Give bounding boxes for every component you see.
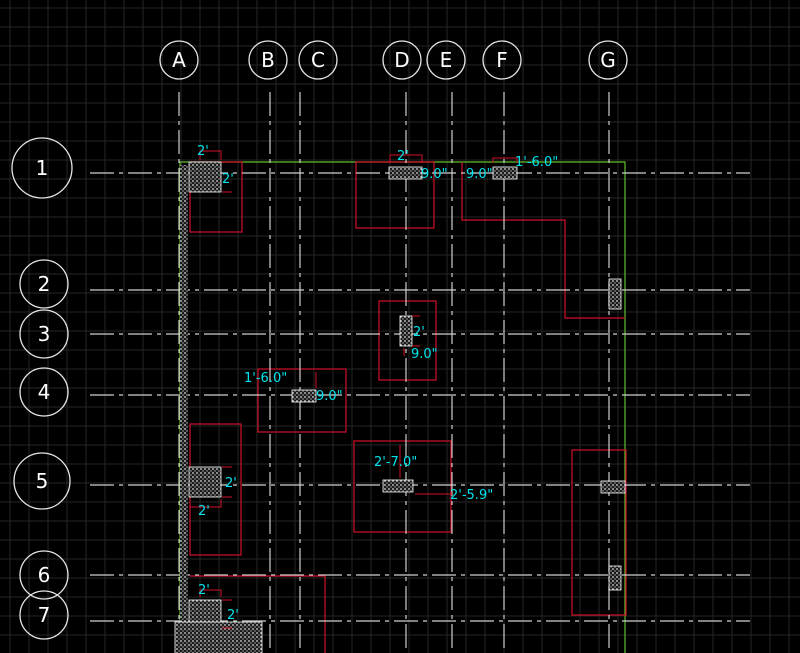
dim-d1-side: 9.0": [421, 167, 448, 182]
row-label-3: 3: [38, 322, 51, 346]
row-bubble-3: 3: [19, 309, 69, 359]
column-g6: [608, 565, 622, 591]
dim-a7-top: 2': [198, 583, 210, 598]
row-bubble-1: 1: [11, 137, 73, 199]
column-label-E: E: [440, 48, 453, 72]
column-label-G: G: [600, 48, 616, 72]
column-a1: [188, 161, 222, 193]
row-bubble-4: 4: [19, 367, 69, 417]
dim-d3-bottom: 9.0": [411, 347, 438, 362]
row-label-6: 6: [38, 563, 51, 587]
dim-a1-side: 2': [222, 172, 234, 187]
gridlines: [90, 92, 750, 653]
column-d3: [399, 315, 413, 347]
row-label-1: 1: [36, 156, 49, 180]
footing-f1: [461, 162, 625, 319]
columns: [174, 161, 626, 653]
column-bubble-A: A: [159, 40, 199, 80]
column-d5: [382, 479, 414, 493]
column-bubble-F: F: [482, 40, 522, 80]
column-label-C: C: [311, 48, 325, 72]
column-g2: [608, 278, 622, 310]
footing-d1: [355, 161, 435, 229]
column-label-D: D: [394, 48, 409, 72]
footing-d3: [378, 300, 437, 381]
column-label-B: B: [261, 48, 275, 72]
row-label-4: 4: [38, 380, 51, 404]
dim-c4-side: 9.0": [316, 389, 343, 404]
dim-d3-side: 2': [413, 325, 425, 340]
column-c4: [291, 389, 317, 403]
footing-a6: [190, 575, 326, 653]
row-bubble-2: 2: [19, 259, 69, 309]
footing-d5: [353, 440, 452, 533]
column-bubble-B: B: [248, 40, 288, 80]
footing-c4: [257, 368, 347, 433]
dim-f1-right: 1'-6.0": [515, 155, 558, 170]
row-bubble-7: 7: [19, 590, 69, 640]
row-label-2: 2: [38, 272, 51, 296]
column-bubble-C: C: [298, 40, 338, 80]
wall-strip: [180, 165, 188, 630]
dimension-labels: 2' 2' 2' 9.0" 9.0" 1'-6.0" 2' 9.0" 1'-6.…: [197, 144, 558, 623]
dim-d5-side: 2'-5.9": [450, 488, 493, 503]
column-d1: [388, 166, 423, 180]
dim-d1-top: 2': [397, 149, 409, 164]
column-label-A: A: [172, 48, 186, 72]
dim-f1-left: 9.0": [466, 167, 493, 182]
row-bubble-5: 5: [13, 452, 71, 510]
footing-g5: [571, 449, 627, 616]
column-f1: [492, 166, 518, 180]
column-g5: [600, 480, 626, 494]
column-bubble-G: G: [588, 40, 628, 80]
dim-a1-top: 2': [197, 144, 209, 159]
column-bubble-E: E: [426, 40, 466, 80]
row-label-7: 7: [38, 603, 51, 627]
column-bubble-D: D: [382, 40, 422, 80]
row-label-5: 5: [36, 469, 49, 493]
dim-a5-side: 2': [225, 476, 237, 491]
row-bubble-6: 6: [19, 550, 69, 600]
column-label-F: F: [496, 48, 508, 72]
grid-bubbles: A B C D E F G 1 2 3 4 5 6 7: [11, 40, 628, 640]
dim-a5-bottom: 2': [198, 504, 210, 519]
column-a5: [188, 466, 222, 498]
dim-d5-top: 2'-7.0": [374, 455, 417, 470]
dimension-lines: [189, 150, 518, 629]
dim-c4-top: 1'-6.0": [244, 371, 287, 386]
dim-a7-side: 2': [227, 608, 239, 623]
column-a7-base: [174, 621, 263, 653]
